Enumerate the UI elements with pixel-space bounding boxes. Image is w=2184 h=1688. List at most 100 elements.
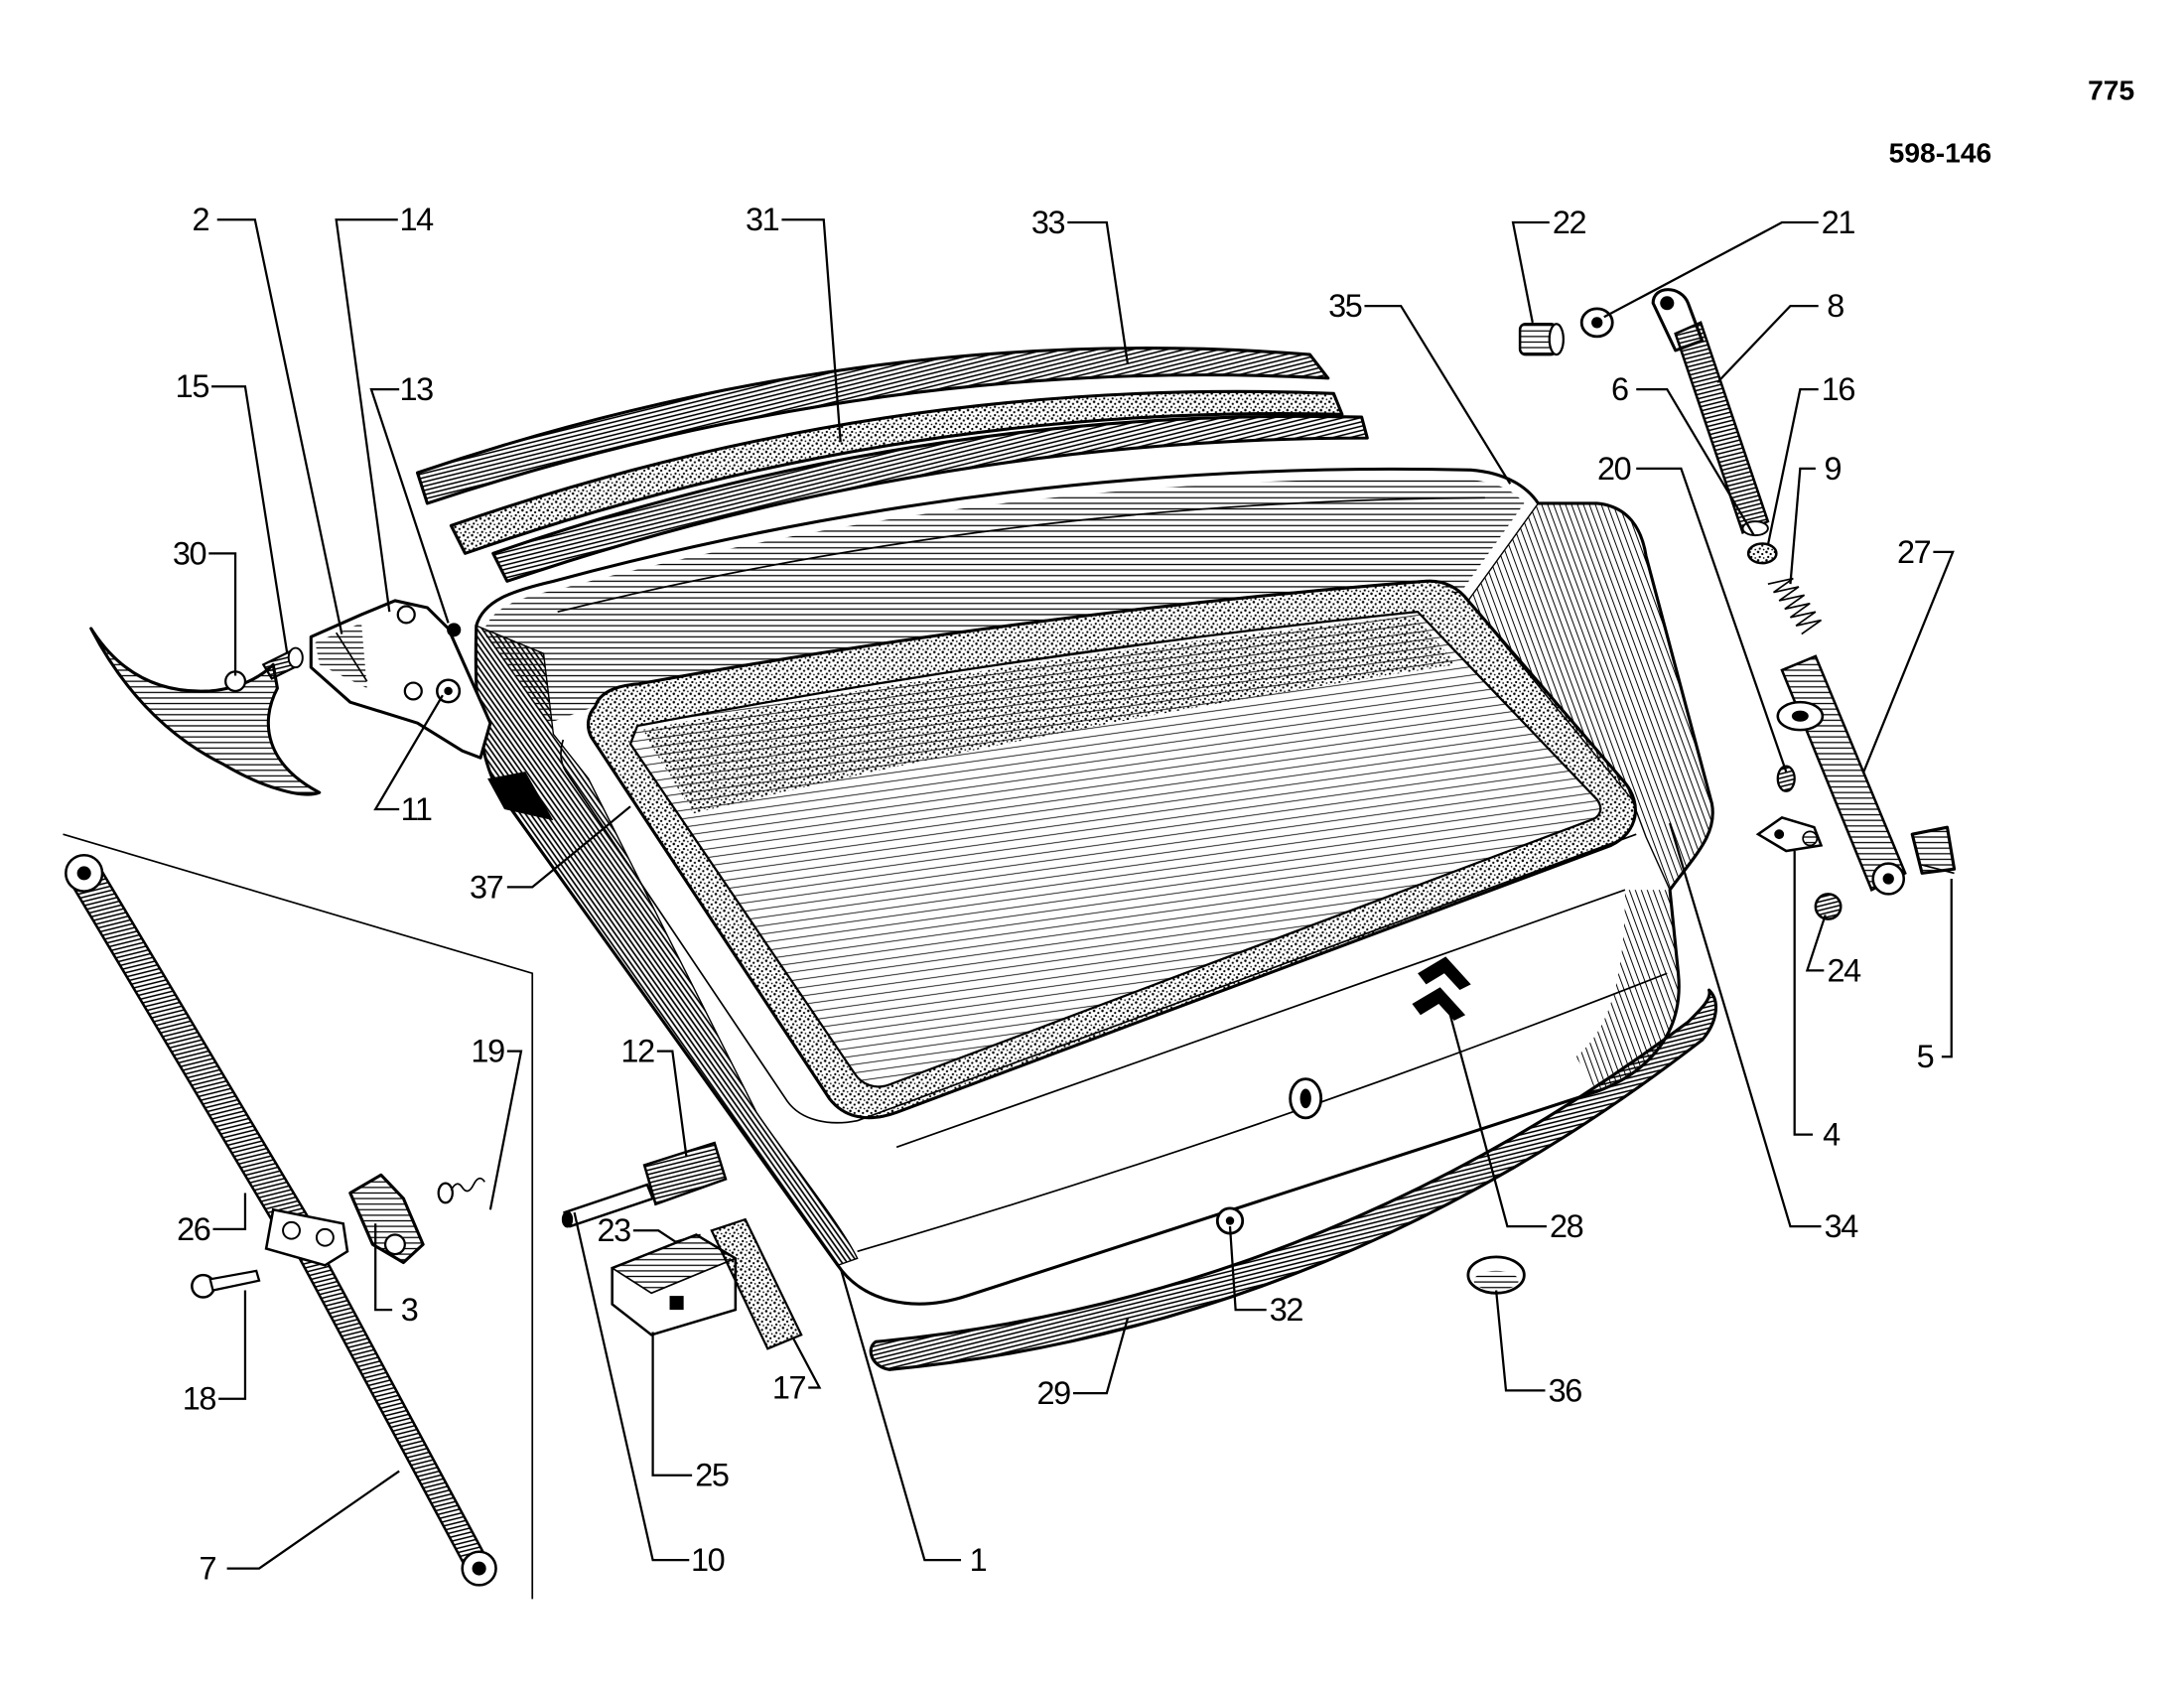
callout-13: 13 <box>399 371 433 407</box>
leader-34 <box>1669 822 1822 1228</box>
screw-shape <box>1776 765 1796 792</box>
pivot-hole <box>282 1220 301 1240</box>
callout-5: 5 <box>1917 1039 1934 1074</box>
part-36-plug <box>1466 1255 1526 1295</box>
spring-coil <box>1767 577 1823 635</box>
part-14-hinge <box>309 599 492 760</box>
part-18-pin <box>191 1269 261 1299</box>
hinge-pin <box>396 605 416 625</box>
part-34-window-glass <box>628 610 1602 1088</box>
left-lip <box>487 772 554 821</box>
strut-upper-hole <box>76 866 91 881</box>
inset-divider-line <box>63 833 534 1600</box>
leader-20 <box>1636 467 1788 773</box>
figure-reference: 598-146 <box>1889 138 1992 169</box>
washer-hole <box>444 686 453 696</box>
leader-5 <box>1941 879 1953 1058</box>
page-number: 775 <box>2088 75 2134 106</box>
callout-30: 30 <box>173 535 206 571</box>
clip-knob <box>1802 830 1819 847</box>
callout-11: 11 <box>401 791 432 827</box>
rod-end <box>561 1210 574 1228</box>
spring-coil <box>450 1177 485 1193</box>
roof-panel <box>482 479 1525 724</box>
callout-34: 34 <box>1825 1208 1859 1244</box>
leader-12 <box>656 1050 688 1158</box>
leader-2 <box>216 218 343 634</box>
callout-6: 6 <box>1611 371 1628 407</box>
callout-3: 3 <box>401 1292 418 1328</box>
strut-rod <box>1674 321 1770 535</box>
hinge-hole <box>403 681 423 701</box>
lock-body <box>1910 825 1957 875</box>
seal-strip-lower-shape <box>491 414 1369 583</box>
part-4-clip <box>1755 816 1824 853</box>
callout-31: 31 <box>746 202 779 237</box>
nut-hole <box>1225 1216 1235 1225</box>
leader-1 <box>839 1267 962 1562</box>
leader-4 <box>1793 851 1814 1136</box>
part-24-nut <box>1814 893 1843 920</box>
leader-11 <box>373 694 444 811</box>
leader-33 <box>1067 220 1130 365</box>
leader-31 <box>781 218 842 443</box>
nut-hole <box>1591 317 1603 329</box>
nut-shape <box>1814 893 1843 920</box>
leader-21 <box>1603 220 1819 319</box>
leader-13 <box>369 387 450 624</box>
right-lower-panel <box>1575 890 1680 1092</box>
leader-24 <box>1805 914 1827 972</box>
leader-7 <box>226 1470 400 1570</box>
seal-strip-shape <box>449 389 1344 555</box>
leader-22 <box>1511 220 1550 324</box>
part-33-upper-trim-strip <box>415 347 1330 505</box>
callout-12: 12 <box>620 1034 654 1069</box>
part-3-clip <box>348 1173 425 1265</box>
plate-edge <box>674 1233 701 1243</box>
strut-bracket-hole <box>1660 296 1675 311</box>
callout-32: 32 <box>1270 1292 1303 1328</box>
callout-14: 14 <box>399 202 434 237</box>
roof-crease <box>557 496 1485 613</box>
tube-collar-hole <box>1791 710 1809 722</box>
callout-17: 17 <box>772 1370 806 1406</box>
part-2-hinge-leaf <box>335 632 368 682</box>
pivot-hole <box>315 1227 335 1247</box>
leader-16 <box>1766 387 1819 546</box>
hinge-cover-shape <box>89 627 322 796</box>
part-23-block-plate <box>674 1233 701 1243</box>
keyhole-icon <box>1289 1077 1323 1120</box>
part-25-striker-block <box>610 1233 738 1336</box>
callout-26: 26 <box>177 1211 210 1247</box>
callout-24: 24 <box>1827 952 1861 988</box>
hinge-leaf-edge <box>335 632 368 682</box>
glass-upper-band <box>641 616 1457 814</box>
callout-4: 4 <box>1823 1117 1841 1153</box>
strut-lower-rod <box>289 1229 491 1576</box>
callout-27: 27 <box>1897 534 1931 570</box>
pivot-plate <box>264 1207 349 1267</box>
part-17-pad-strip <box>710 1217 803 1350</box>
hinge-plate <box>309 599 492 760</box>
part-31-roof-seal-strip <box>449 389 1369 583</box>
part-28-emblem <box>1412 956 1471 1021</box>
tube-shape <box>1780 654 1907 892</box>
part-26-pivot-bracket <box>264 1207 349 1267</box>
callout-23: 23 <box>597 1212 630 1248</box>
cap-shape <box>1746 542 1778 565</box>
clip-hole <box>383 1233 406 1256</box>
callout-37: 37 <box>470 869 503 905</box>
pin-shaft <box>208 1269 261 1292</box>
leader-3 <box>374 1223 393 1312</box>
leader-6 <box>1636 387 1755 536</box>
spring-end <box>437 1182 454 1204</box>
lower-panel-edge <box>895 889 1626 1149</box>
leader-19 <box>488 1050 523 1210</box>
leader-26 <box>212 1193 247 1231</box>
leader-32 <box>1228 1226 1267 1312</box>
callout-16: 16 <box>1822 371 1855 407</box>
callout-leaders <box>208 218 1955 1570</box>
leader-35 <box>1364 304 1512 485</box>
callout-2: 2 <box>192 202 208 237</box>
